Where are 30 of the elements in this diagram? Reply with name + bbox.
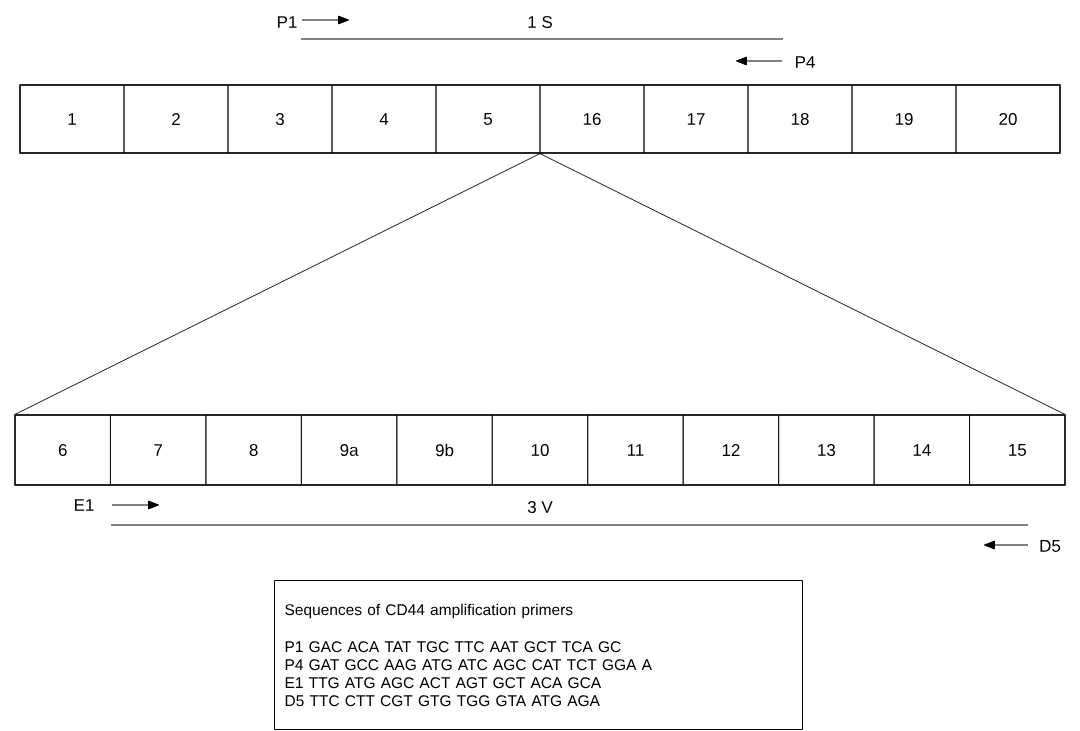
primer-label: E1: [75, 499, 94, 511]
product-label: 3 V: [527, 501, 553, 513]
node-label: 1: [68, 113, 76, 125]
exon-box: 12: [682, 414, 780, 486]
expansion-line: [539, 152, 1066, 416]
exon-box: 7: [110, 414, 207, 486]
exon-box: 3: [227, 84, 333, 154]
node-label: 6: [58, 443, 67, 457]
primer-label: P1: [278, 16, 297, 28]
exon-box: 19: [851, 84, 957, 154]
exon-box: 18: [747, 84, 853, 154]
exon-box: 13: [778, 414, 875, 486]
exon-box: 9a: [300, 414, 398, 486]
exon-box: 10: [491, 414, 589, 486]
primer-label: P4: [796, 56, 815, 68]
exon-box: 2: [123, 84, 229, 154]
product-label: 1 S: [528, 16, 552, 28]
exon-box: 8: [205, 414, 302, 486]
exon-box: 5: [435, 84, 541, 154]
exon-box: 14: [873, 414, 970, 486]
expansion-line: [14, 152, 541, 416]
exon-box: 15: [969, 414, 1066, 486]
primer-table: Sequences of CD44 amplification primers P1 GAC ACA TAT TGC TTC AAT GCT TCA GC P4 GAT GCC AAG ATG ATC AGC CAT TCT GGA A E1 TTG ATG AGC ACT AGT GCT ACA GCA D5 TTC CTT CGT GTG TGG GTA ATG AGA: [274, 580, 803, 730]
exon-box: 9b: [396, 414, 493, 486]
exon-box: 17: [643, 84, 749, 154]
exon-box: 16: [539, 84, 645, 154]
primer-label: D5: [1040, 540, 1061, 552]
exon-box: 4: [331, 84, 437, 154]
exon-box: 11: [587, 414, 684, 486]
exon-box: 20: [955, 84, 1061, 154]
